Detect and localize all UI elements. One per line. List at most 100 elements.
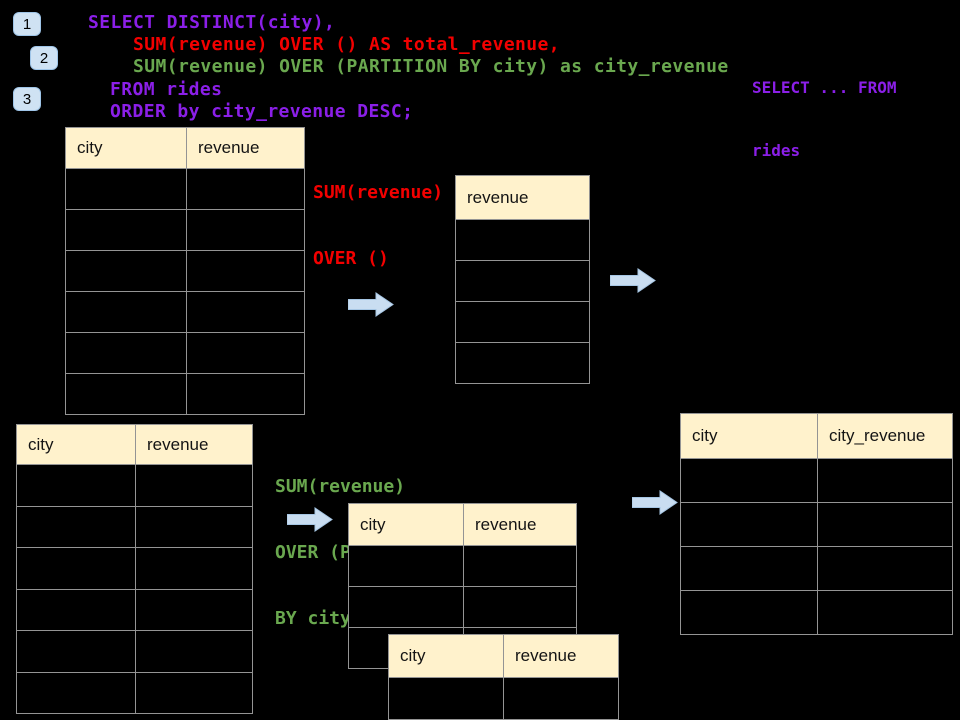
table-cell-empty: [681, 547, 818, 590]
table-cell-empty: [66, 333, 187, 373]
table-cell-empty: [456, 302, 589, 342]
table-row: [66, 291, 304, 332]
table-body: [389, 677, 618, 720]
table-header-row: city revenue: [349, 504, 576, 545]
table-cell-empty: [389, 678, 504, 719]
table-cell-empty: [818, 459, 952, 502]
table-cell-empty: [136, 631, 252, 672]
step-badge-3: 3: [13, 87, 41, 111]
table-cell-empty: [818, 503, 952, 546]
table-cell-empty: [66, 251, 187, 291]
arrow-right-icon: [287, 507, 333, 532]
table-row: [389, 677, 618, 719]
table-header-row: city city_revenue: [681, 414, 952, 458]
table-cell-empty: [17, 631, 136, 672]
table-cell-empty: [456, 220, 589, 260]
table-cell-empty: [136, 548, 252, 589]
sql-line-from: FROM rides: [110, 79, 223, 100]
table-cell-empty: [136, 507, 252, 548]
column-header-city: city: [349, 504, 464, 545]
table-cell-empty: [681, 503, 818, 546]
table-cell-empty: [17, 506, 136, 547]
table-cell-empty: [349, 587, 464, 627]
table-cell-empty: [17, 465, 136, 506]
table-row: [349, 545, 576, 586]
table-row: [66, 168, 304, 209]
column-header-city: city: [389, 635, 504, 677]
table-header-row: revenue: [456, 176, 589, 219]
column-header-revenue: revenue: [198, 138, 260, 157]
table-header-row: city revenue: [66, 128, 304, 168]
flow-arrow-3: [287, 507, 333, 532]
table-row: [456, 260, 589, 301]
sql-line-city-revenue: SUM(revenue) OVER (PARTITION BY city) as…: [133, 56, 729, 77]
annotation-partition-line-1: SUM(revenue): [275, 476, 406, 497]
table-header-row: city revenue: [17, 425, 252, 464]
table-cell-empty: [818, 547, 952, 590]
table-cell-empty: [17, 548, 136, 589]
table-body: [456, 219, 589, 383]
table-cell-empty: [464, 587, 576, 627]
flow-arrow-4: [632, 490, 678, 515]
flow-arrow-1: [348, 292, 394, 317]
table-row: [66, 332, 304, 373]
table-cell-empty: [66, 292, 187, 332]
arrow-right-icon: [610, 268, 656, 293]
table-cell-empty: [187, 169, 304, 209]
table-row: [681, 502, 952, 546]
flow-arrow-2: [610, 268, 656, 293]
table-cell-empty: [681, 591, 818, 634]
table-total-revenue-result: revenue: [455, 175, 590, 384]
table-row: [456, 301, 589, 342]
table-row: [17, 588, 252, 631]
table-cell-empty: [136, 590, 252, 631]
table-cell-empty: [187, 374, 304, 414]
table-row: [681, 458, 952, 502]
annotation-total-line-1: SUM(revenue): [313, 182, 444, 203]
table-row: [456, 342, 589, 383]
table-cell-empty: [136, 465, 252, 506]
table-cell-empty: [187, 292, 304, 332]
table-row: [66, 373, 304, 414]
table-source-bottom: city revenue: [16, 424, 253, 714]
table-row: [681, 590, 952, 634]
table-row: [17, 630, 252, 672]
table-cell-empty: [349, 546, 464, 586]
table-cell-empty: [187, 251, 304, 291]
table-cell-empty: [66, 374, 187, 414]
column-header-revenue: revenue: [515, 646, 577, 665]
table-source-top: city revenue: [65, 127, 305, 415]
table-cell-empty: [17, 589, 136, 630]
side-note-line-2: rides: [752, 141, 801, 160]
table-row: [17, 547, 252, 589]
column-header-city-revenue: city_revenue: [829, 426, 926, 445]
table-body: [681, 458, 952, 634]
column-header-city: city: [681, 414, 818, 458]
column-header-city: city: [17, 425, 136, 464]
sql-line-select: SELECT DISTINCT(city),: [88, 12, 336, 33]
table-cell-empty: [818, 591, 952, 634]
side-note-line-1: SELECT ... FROM: [752, 78, 897, 97]
annotation-total-revenue: SUM(revenue) OVER (): [313, 138, 443, 314]
column-header-revenue: revenue: [467, 187, 529, 207]
column-header-revenue: revenue: [475, 514, 537, 534]
table-cell-empty: [681, 459, 818, 502]
table-header-row: city revenue: [389, 635, 618, 677]
table-cell-empty: [17, 672, 136, 713]
table-row: [66, 209, 304, 250]
side-note-select-from-rides: SELECT ... FROM rides: [752, 35, 897, 203]
table-cell-empty: [187, 210, 304, 250]
table-row: [349, 586, 576, 627]
sql-line-total-revenue: SUM(revenue) OVER () AS total_revenue,: [133, 34, 561, 55]
table-cell-empty: [66, 210, 187, 250]
table-partition-lower: city revenue: [388, 634, 619, 720]
table-cell-empty: [187, 333, 304, 373]
annotation-total-line-2: OVER (): [313, 248, 389, 269]
table-cell-empty: [66, 169, 187, 209]
sql-line-order-by: ORDER by city_revenue DESC;: [110, 101, 414, 122]
table-row: [681, 546, 952, 590]
table-cell-empty: [456, 343, 589, 383]
table-cell-empty: [464, 546, 576, 586]
table-body: [66, 168, 304, 414]
